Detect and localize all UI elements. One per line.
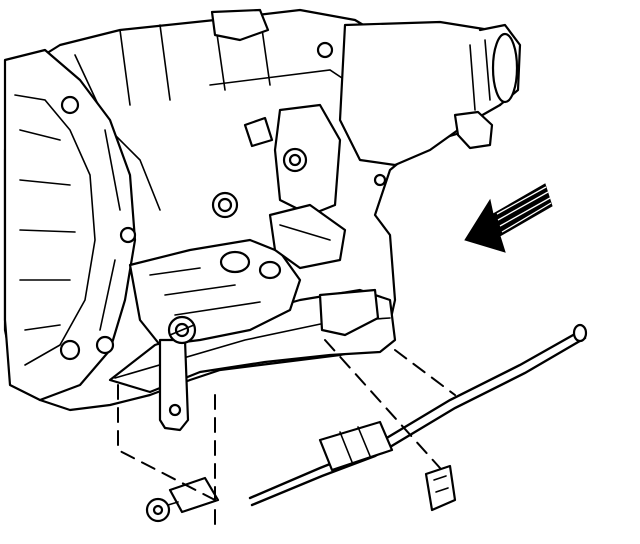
bolt-boss xyxy=(60,95,80,115)
cable-adjuster-sleeve xyxy=(318,420,394,472)
bolt-boss xyxy=(95,335,115,355)
bell-housing xyxy=(3,48,137,402)
mount-bracket xyxy=(453,110,494,150)
cable-far-end xyxy=(572,323,588,343)
cable-retaining-clip xyxy=(424,464,457,512)
direction-arrow-icon xyxy=(464,183,553,253)
cable-end-fitting xyxy=(168,476,220,514)
transmission-shift-lever xyxy=(158,315,197,432)
extension-housing xyxy=(210,8,522,219)
shift-cable xyxy=(145,323,588,523)
lever-stud-hole xyxy=(168,403,182,417)
bolt-boss xyxy=(119,226,137,244)
alignment-lines xyxy=(117,339,456,531)
shift-linkage-area xyxy=(128,203,347,347)
bolt-boss xyxy=(59,339,81,361)
output-shaft-seal xyxy=(491,32,519,104)
